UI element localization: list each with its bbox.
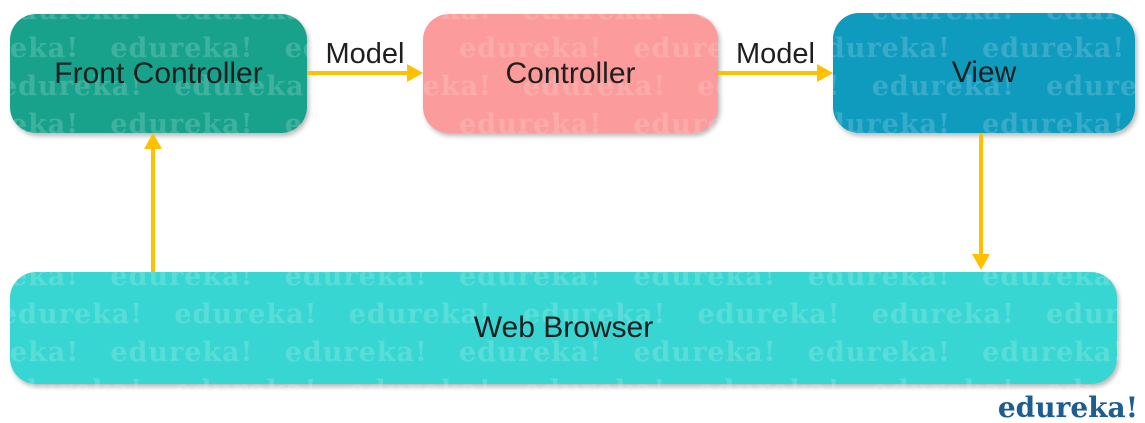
model-edge-label-2: Model: [736, 38, 815, 70]
arrow-right-head-icon: [407, 64, 423, 82]
arrow-down-head-icon: [972, 254, 990, 270]
arrow-front-controller-to-controller: [307, 71, 409, 75]
arrow-web-browser-to-front-controller: [151, 147, 155, 272]
view-label: View: [951, 56, 1017, 89]
edureka-logo: edureka!: [997, 391, 1138, 423]
watermark-row: edureka! edureka! edureka! edureka! edur…: [0, 185, 1145, 216]
front-controller-label: Front Controller: [54, 56, 263, 90]
controller-label: Controller: [505, 56, 636, 90]
arrow-up-head-icon: [144, 133, 162, 149]
arrow-controller-to-view: [718, 71, 819, 75]
controller-node: [423, 14, 718, 133]
front-controller-node: [10, 14, 307, 133]
model-edge-label-1: Model: [325, 38, 405, 70]
watermark-row: edureka! edureka! edureka! edureka! edur…: [0, 147, 1145, 178]
view-node: [833, 13, 1135, 133]
web-browser-node: [10, 272, 1117, 384]
arrow-right-head-icon: [817, 64, 833, 82]
watermark-row: edureka! edureka! edureka! edureka! edur…: [0, 223, 1145, 254]
web-browser-label: Web Browser: [473, 311, 654, 344]
arrow-view-to-web-browser: [979, 133, 983, 255]
